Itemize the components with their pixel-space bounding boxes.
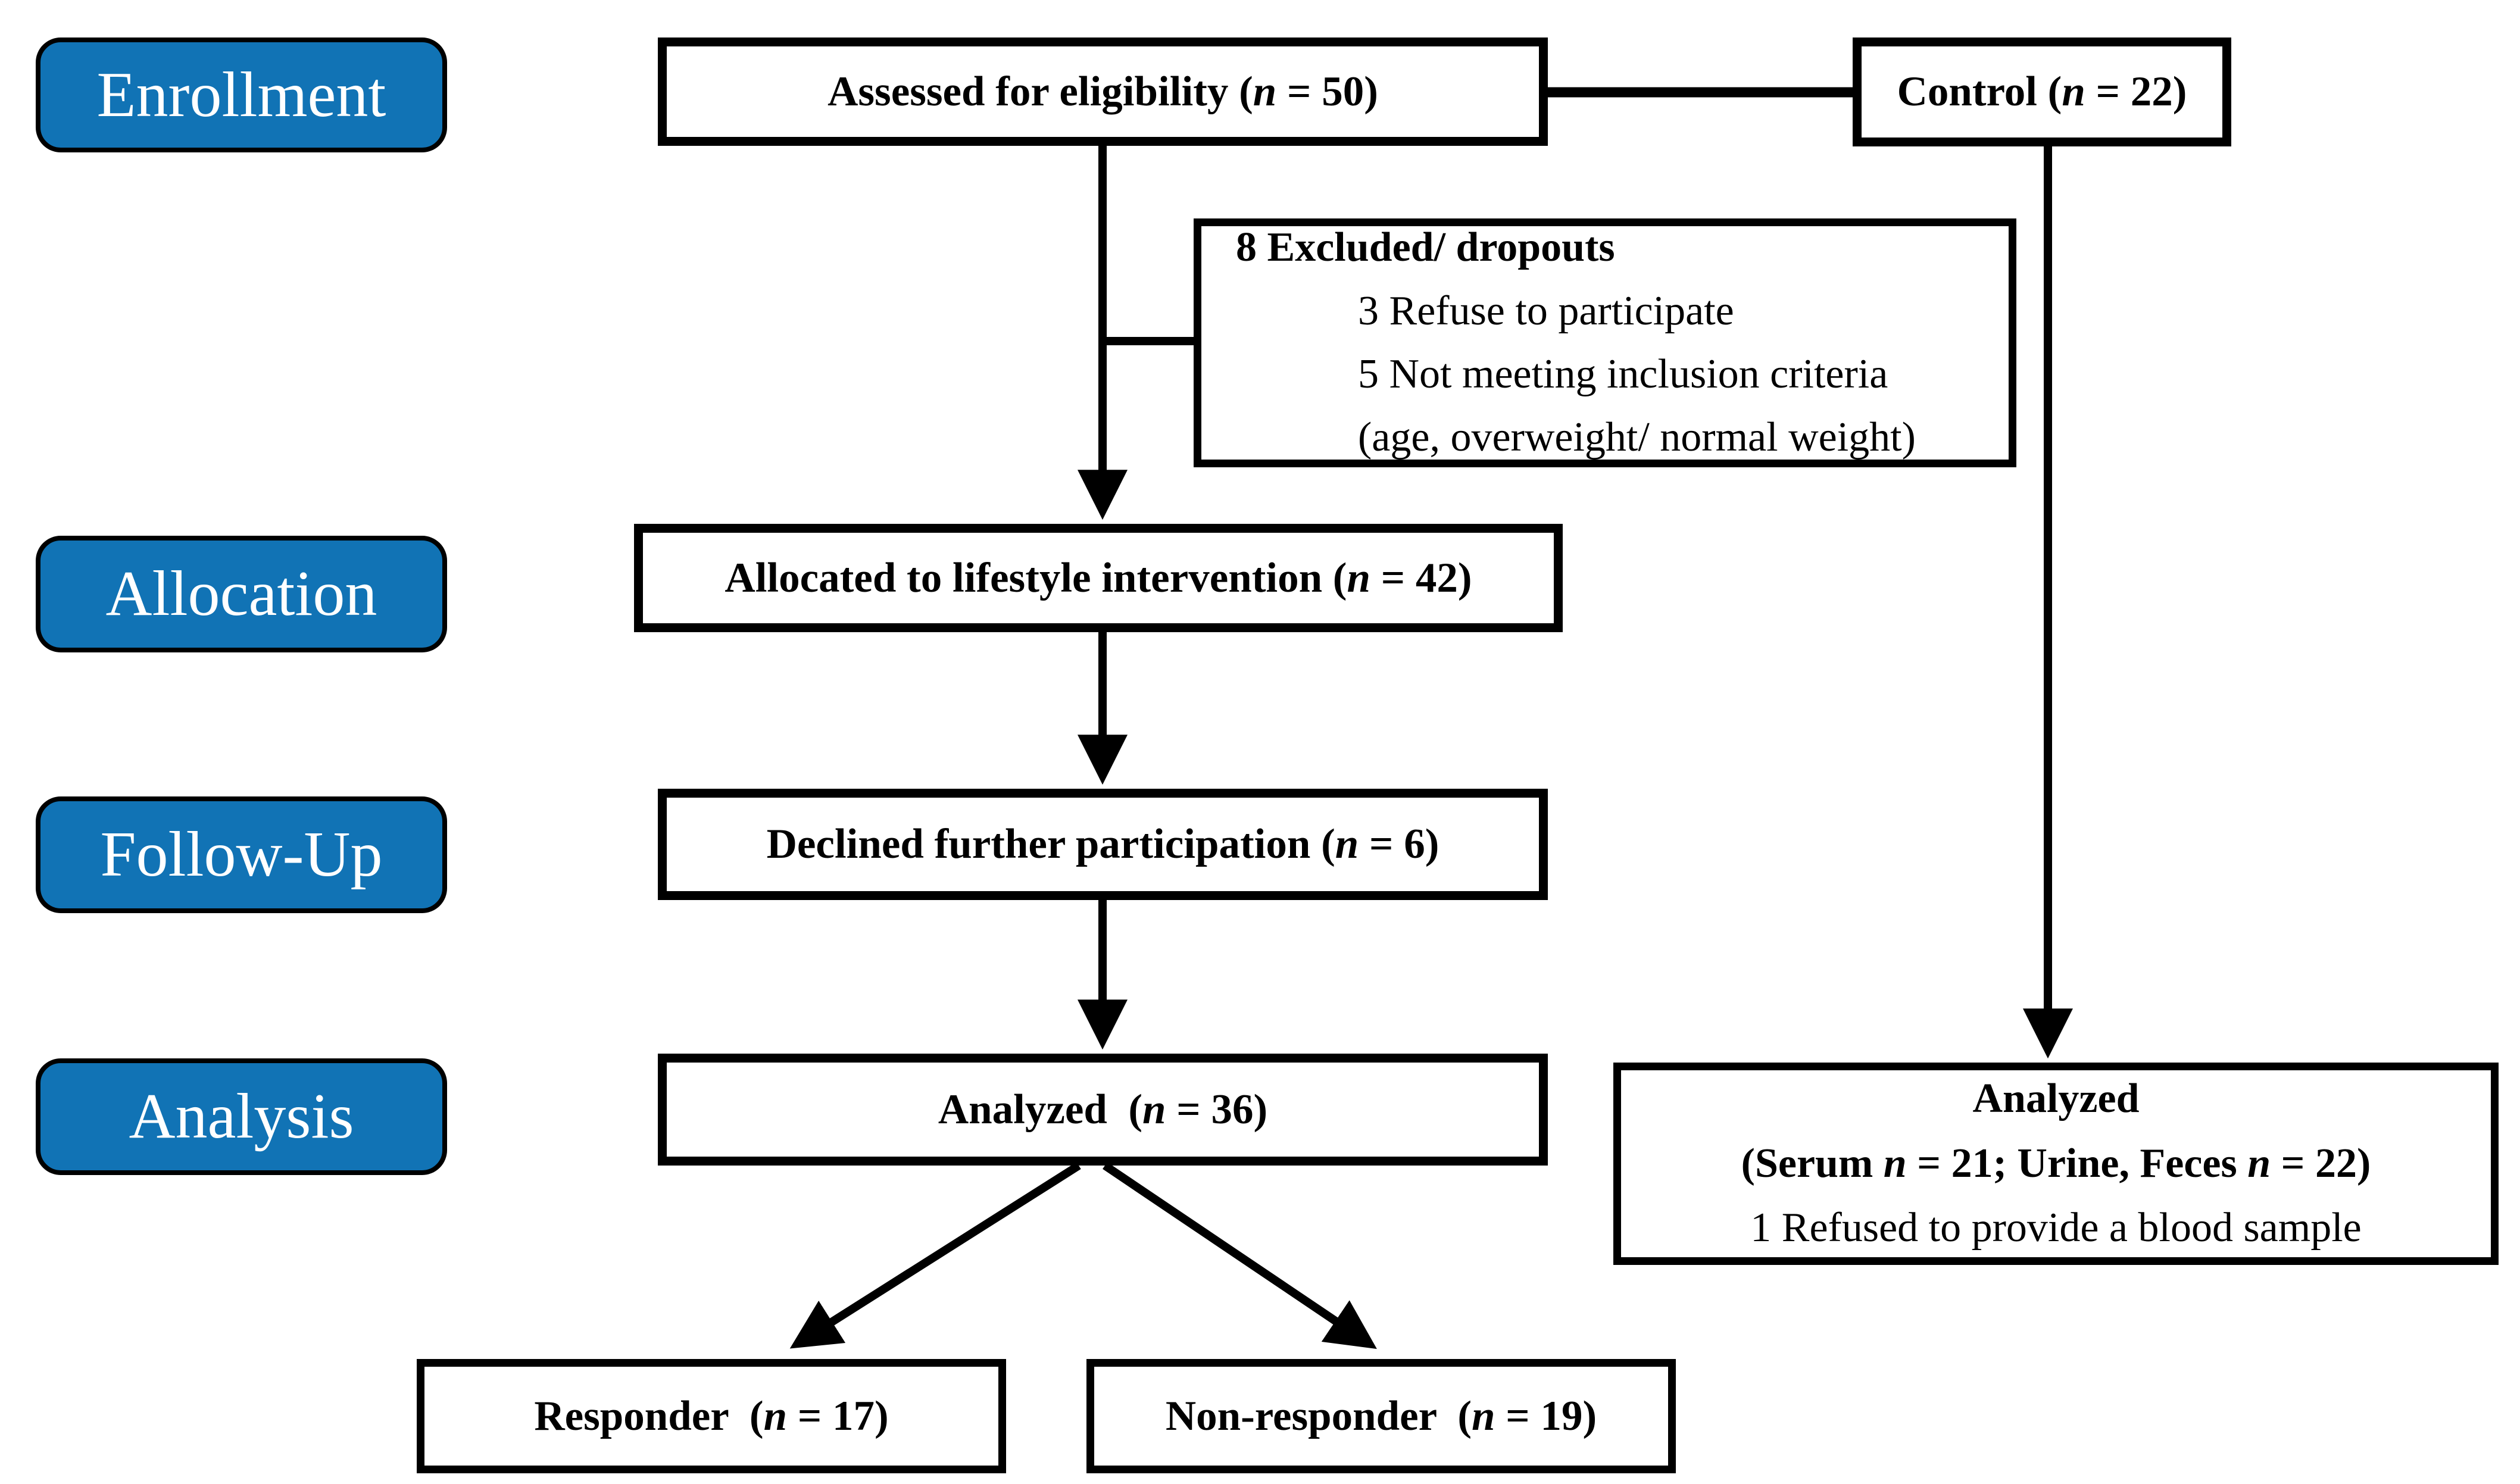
stage-follow-up-label: Follow-Up (100, 819, 383, 890)
stage-analysis-label: Analysis (129, 1081, 354, 1152)
stage-follow-up: Follow-Up (36, 796, 447, 913)
non-responder-text: Non-responder ( (1165, 1392, 1472, 1439)
allocated-n: n (1347, 554, 1370, 601)
responder-count: = 17) (787, 1392, 889, 1439)
box-responder: Responder (n = 17) (417, 1359, 1006, 1473)
analyzed-control-note: 1 Refused to provide a blood sample (1750, 1205, 2362, 1251)
control-text: Control ( (1897, 68, 2062, 115)
box-excluded-dropouts: 8 Excluded/ dropouts 3 Refuse to partici… (1194, 218, 2016, 467)
analyzed-control-n1: n (1883, 1140, 1907, 1186)
box-declined-participation: Declined further participation (n = 6) (658, 789, 1548, 900)
analyzed-n: n (1142, 1086, 1166, 1133)
box-analyzed-intervention: Analyzed (n = 36) (658, 1054, 1548, 1166)
excluded-item-criteria: 5 Not meeting inclusion criteria (1358, 351, 1888, 397)
excluded-item-criteria-detail: (age, overweight/ normal weight) (1358, 414, 1916, 461)
excluded-item-refuse: 3 Refuse to participate (1358, 288, 1734, 334)
non-responder-n: n (1472, 1392, 1495, 1439)
allocated-text: Allocated to lifestyle intervention ( (725, 554, 1347, 601)
declined-n: n (1335, 821, 1359, 867)
assessed-n: n (1253, 68, 1277, 115)
stage-allocation-label: Allocation (105, 558, 377, 629)
box-analyzed-control: Analyzed (Serum n = 21; Urine, Feces n =… (1613, 1063, 2499, 1265)
analyzed-control-detail: (Serum (1741, 1140, 1884, 1186)
responder-text: Responder ( (534, 1392, 764, 1439)
stage-enrollment: Enrollment (36, 38, 447, 152)
responder-n: n (763, 1392, 788, 1439)
connector-analyzed-responder (789, 1162, 1081, 1349)
declined-count: = 6) (1359, 821, 1439, 867)
analyzed-text: Analyzed ( (938, 1086, 1143, 1133)
box-allocated-intervention: Allocated to lifestyle intervention (n =… (634, 524, 1563, 632)
box-non-responder: Non-responder (n = 19) (1086, 1359, 1676, 1473)
control-n: n (2062, 68, 2085, 115)
assessed-count: = 50) (1276, 68, 1378, 115)
excluded-title: 8 Excluded/ dropouts (1236, 224, 1615, 271)
assessed-text: Assessed for eligibility ( (827, 68, 1253, 115)
stage-analysis: Analysis (36, 1058, 447, 1175)
box-assessed-eligibility: Assessed for eligibility (n = 50) (658, 38, 1548, 146)
analyzed-count: = 36) (1166, 1086, 1268, 1133)
stage-enrollment-label: Enrollment (96, 59, 386, 130)
connector-analyzed-nonresponder (1103, 1162, 1377, 1349)
analyzed-control-n2: n (2247, 1140, 2271, 1186)
allocated-count: = 42) (1370, 554, 1472, 601)
analyzed-control-title: Analyzed (1972, 1076, 2140, 1122)
control-count: = 22) (2085, 68, 2187, 115)
declined-text: Declined further participation ( (766, 821, 1335, 867)
non-responder-count: = 19) (1495, 1392, 1597, 1439)
stage-allocation: Allocation (36, 536, 447, 652)
box-control: Control (n = 22) (1853, 38, 2231, 146)
